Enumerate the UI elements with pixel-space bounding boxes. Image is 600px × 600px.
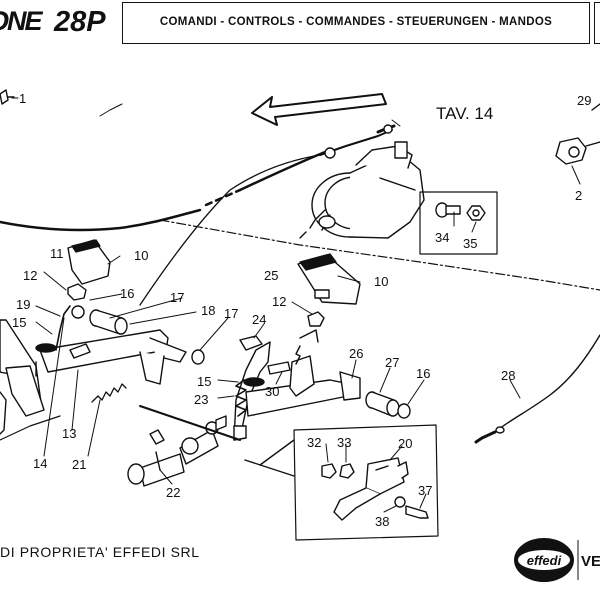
callout-37: 37	[418, 483, 432, 498]
callout-18: 18	[201, 303, 215, 318]
callout-15: 15	[12, 315, 26, 330]
nut-12-right	[307, 311, 325, 327]
nut-12-left	[67, 283, 87, 301]
pedal-lever-right	[233, 329, 361, 441]
callout-23: 23	[194, 392, 208, 407]
callout-25: 25	[264, 268, 278, 283]
callout-28: 28	[501, 368, 515, 383]
throttle-cable	[0, 208, 202, 232]
washer-16	[71, 305, 85, 319]
brand-logo: ONE 28P	[0, 2, 118, 44]
callout-11: 11	[50, 246, 64, 261]
callout-17: 17	[170, 290, 184, 305]
bushing-18	[89, 309, 128, 335]
callout-29: 29	[577, 93, 591, 108]
callout-16: 16	[120, 286, 134, 301]
brake-booster-assembly	[299, 141, 425, 239]
header-title-box: COMANDI - CONTROLS - COMMANDES - STEUERU…	[122, 2, 590, 44]
callout-13: 13	[62, 426, 76, 441]
callout-38: 38	[375, 514, 389, 529]
nut-35	[466, 205, 486, 221]
spring-21	[91, 383, 127, 403]
spring-19	[55, 305, 71, 351]
part-1	[0, 89, 9, 105]
pin-30	[267, 361, 291, 375]
header-side-box	[594, 2, 600, 44]
booster-cable	[139, 154, 321, 306]
direction-arrow	[251, 93, 387, 126]
svg-text:VEI: VEI	[581, 553, 600, 570]
washer-38	[394, 496, 406, 508]
callout-12: 12	[23, 268, 37, 283]
spring-23	[235, 379, 247, 417]
callout-10b: 10	[374, 274, 388, 289]
washer-17-left	[191, 349, 205, 365]
cable-28	[494, 334, 600, 433]
reference-line	[159, 219, 600, 291]
washer-16-right	[397, 403, 411, 419]
callout-20: 20	[398, 436, 412, 451]
callout-33: 33	[337, 435, 351, 450]
callout-16b: 16	[416, 366, 430, 381]
ownership-note: DI PROPRIETA' EFFEDI SRL	[0, 544, 200, 560]
master-cylinder	[127, 415, 227, 487]
callout-19: 19	[16, 297, 30, 312]
brand-name: ONE	[0, 6, 42, 36]
table-reference: TAV. 14	[436, 104, 493, 123]
callout-35: 35	[463, 236, 477, 251]
callout-1: 1	[19, 91, 26, 106]
nut-32	[321, 463, 337, 479]
page-title: COMANDI - CONTROLS - COMMANDES - STEUERU…	[159, 16, 553, 28]
callout-24: 24	[252, 312, 266, 327]
callout-15b: 15	[197, 374, 211, 389]
callout-32: 32	[307, 435, 321, 450]
pushrod	[139, 405, 241, 441]
callout-12b: 12	[272, 294, 286, 309]
callout-21: 21	[72, 457, 86, 472]
reservoir-20	[333, 457, 409, 521]
callout-2: 2	[575, 188, 582, 203]
svg-text:effedi: effedi	[527, 553, 562, 568]
nut-33	[339, 463, 355, 479]
callout-22: 22	[166, 485, 180, 500]
pedal-pad-right	[297, 253, 361, 305]
callout-17b: 17	[224, 306, 238, 321]
bushing-27	[365, 391, 400, 417]
callout-14: 14	[33, 456, 47, 471]
bolt-34	[435, 202, 461, 218]
effedi-logo: effedi VEI	[514, 538, 600, 582]
callout-10: 10	[134, 248, 148, 263]
clevis-2	[555, 137, 600, 165]
pin-15	[69, 343, 91, 359]
part-callouts: 1 2 10 10 11 12 12 13 14 15 15 16 16 17 …	[12, 91, 591, 529]
detail-box-34-35	[419, 191, 498, 255]
pedal-pad-left	[67, 239, 111, 285]
pedal-lever-left	[0, 319, 187, 435]
callout-30: 30	[265, 384, 279, 399]
throttle-cable-dashed	[204, 188, 242, 207]
brand-model: 28P	[54, 6, 106, 38]
callout-34: 34	[435, 230, 449, 245]
callout-26: 26	[349, 346, 363, 361]
screw-37	[405, 505, 429, 519]
callout-27: 27	[385, 355, 399, 370]
